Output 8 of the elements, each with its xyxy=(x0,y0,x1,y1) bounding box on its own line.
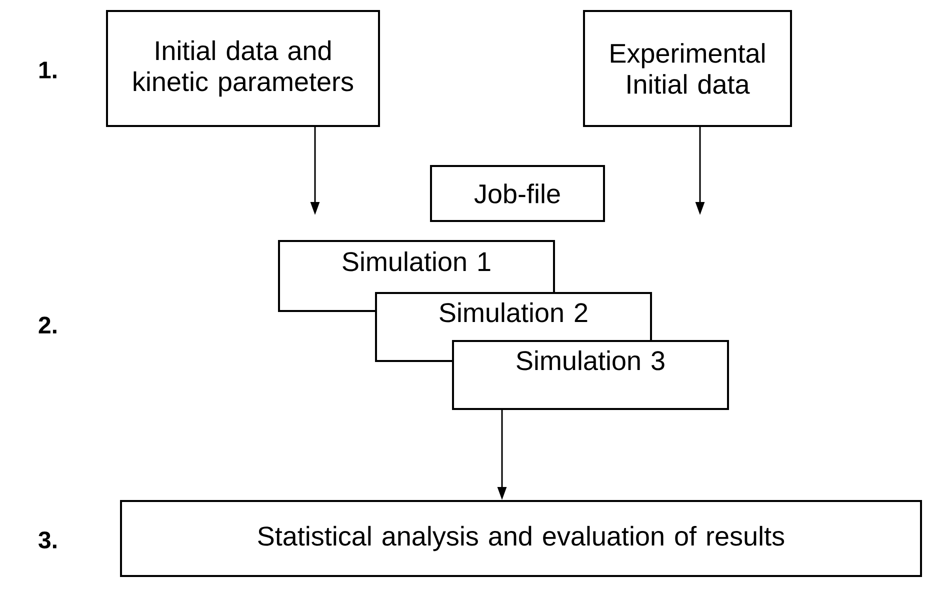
step-number: 2. xyxy=(38,316,56,334)
process-box: Job-file xyxy=(430,165,605,222)
process-box: Initial data and kinetic parameters xyxy=(106,10,380,127)
process-box: Experimental Initial data xyxy=(583,10,792,127)
simulation-box: Simulation 3 xyxy=(452,340,729,410)
step-number: 3. xyxy=(38,532,56,549)
step-number: 1. xyxy=(40,62,56,78)
process-box: Statistical analysis and evaluation of results xyxy=(120,500,922,577)
